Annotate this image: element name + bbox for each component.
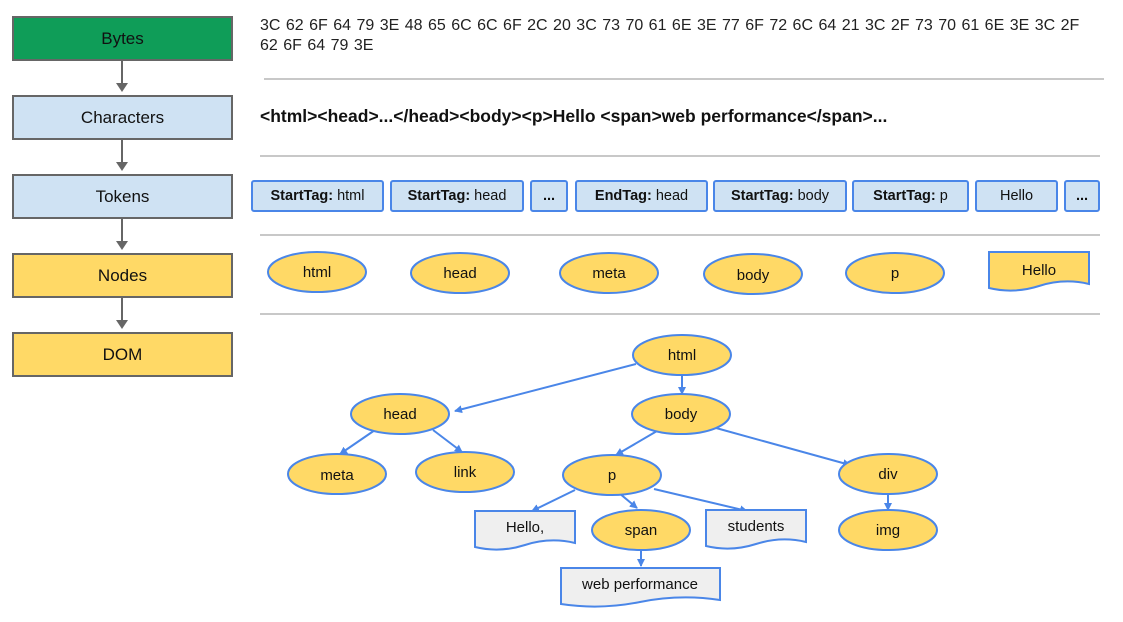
arrow-down-icon <box>116 140 128 171</box>
divider <box>260 313 1100 315</box>
node-label: link <box>454 464 477 481</box>
token: StartTag:html <box>251 180 384 212</box>
dom-text-hello: Hello, <box>474 510 576 551</box>
stage-bytes: Bytes <box>12 16 233 61</box>
dom-node-head: head <box>350 393 450 435</box>
arrow-down-icon <box>116 298 128 329</box>
node-body: body <box>703 253 803 295</box>
dom-node-link: link <box>415 451 515 493</box>
token: StartTag:body <box>713 180 847 212</box>
node-label: p <box>608 467 616 484</box>
token-kind: StartTag: <box>270 188 334 204</box>
token: EndTag:head <box>575 180 708 212</box>
node-label: head <box>443 265 476 282</box>
stage-label: Characters <box>80 107 165 127</box>
token-kind: StartTag: <box>407 188 471 204</box>
token: StartTag:head <box>390 180 524 212</box>
token-kind: StartTag: <box>730 188 794 204</box>
token-value: Hello <box>999 188 1034 204</box>
dom-node-span: span <box>591 509 691 551</box>
edge <box>715 427 851 467</box>
token-value: p <box>939 188 948 204</box>
dom-text-students: students <box>705 509 807 550</box>
stage-label: Tokens <box>95 186 150 206</box>
stage-label: Bytes <box>101 28 144 48</box>
arrow-down-icon <box>116 219 128 250</box>
stage-label: Nodes <box>97 265 148 285</box>
node-label: html <box>303 264 331 281</box>
stage-tokens: Tokens <box>12 174 233 219</box>
node-head: head <box>410 252 510 294</box>
token-value: head <box>655 188 689 204</box>
divider <box>264 78 1104 80</box>
token: ... <box>530 180 568 212</box>
dom-node-img: img <box>838 509 938 551</box>
dom-text-web-performance: web performance <box>560 567 721 608</box>
dom-node-div: div <box>838 453 938 495</box>
node-label: Hello <box>1022 262 1056 279</box>
node-label: p <box>891 265 899 282</box>
bytes-text: 3C 62 6F 64 79 3E 48 65 6C 6C 6F 2C 20 3… <box>260 17 1080 54</box>
edge <box>454 363 637 414</box>
dom-node-html: html <box>632 334 732 376</box>
token-kind: EndTag: <box>594 188 652 204</box>
divider <box>260 155 1100 157</box>
token-kind: StartTag: <box>873 188 936 204</box>
token: StartTag:p <box>852 180 969 212</box>
token-value: body <box>797 188 830 204</box>
node-label: body <box>665 406 698 423</box>
characters-text: <html><head>...</head><body><p>Hello <sp… <box>260 106 888 126</box>
token-kind: ... <box>1075 188 1089 204</box>
node-meta: meta <box>559 252 659 294</box>
edge <box>615 430 658 456</box>
arrow-down-icon <box>116 61 128 92</box>
dom-node-meta: meta <box>287 453 387 495</box>
token: Hello <box>975 180 1058 212</box>
node-hello-text: Hello <box>988 251 1090 292</box>
divider <box>260 234 1100 236</box>
edge <box>432 429 463 453</box>
tree-edges <box>339 363 892 567</box>
edge <box>339 429 376 455</box>
node-label: div <box>878 466 898 483</box>
token-kind: ... <box>542 188 556 204</box>
node-label: img <box>876 522 900 539</box>
stage-characters: Characters <box>12 95 233 140</box>
stage-dom: DOM <box>12 332 233 377</box>
node-label: head <box>383 406 416 423</box>
node-label: web performance <box>581 576 698 593</box>
node-label: html <box>668 347 696 364</box>
token-value: head <box>474 188 507 204</box>
node-p: p <box>845 252 945 294</box>
token: ... <box>1064 180 1100 212</box>
token-value: html <box>337 188 365 204</box>
dom-node-p: p <box>562 454 662 496</box>
node-label: students <box>728 518 785 535</box>
stage-label: DOM <box>102 344 143 364</box>
node-html: html <box>267 251 367 293</box>
node-label: meta <box>320 467 354 484</box>
dom-node-body: body <box>631 393 731 435</box>
edge <box>531 489 576 512</box>
node-label: meta <box>592 265 626 282</box>
edge <box>653 488 748 514</box>
stage-nodes: Nodes <box>12 253 233 298</box>
node-label: body <box>737 267 770 284</box>
node-label: Hello, <box>506 519 544 536</box>
node-label: span <box>625 522 658 539</box>
